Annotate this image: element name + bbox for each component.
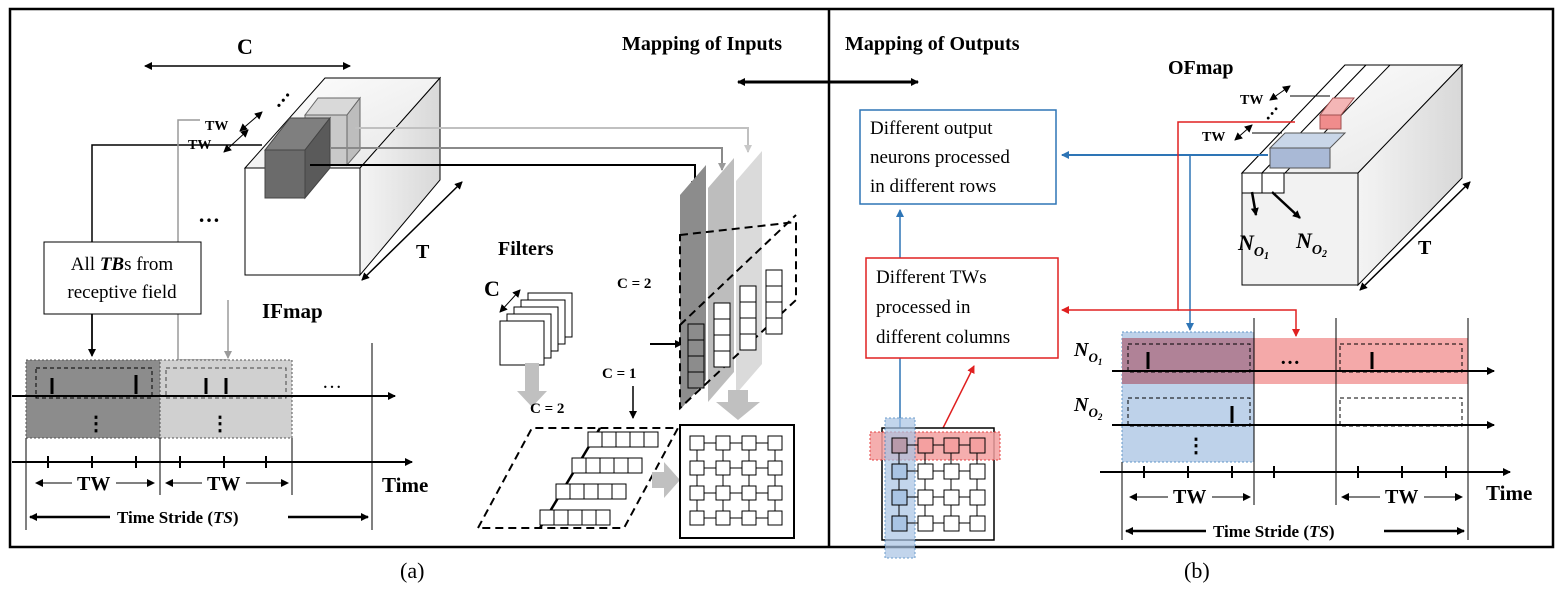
tw-span-label-b2: TW — [1385, 486, 1418, 508]
n2-window-2 — [1339, 397, 1463, 427]
receptive-field-callout — [43, 241, 202, 315]
tw-block-light — [159, 359, 293, 439]
ofmap-tw-arrow-1 — [1269, 85, 1291, 101]
vdots-light: ⋮ — [210, 413, 230, 435]
n1-axis-dots: … — [1280, 347, 1300, 369]
ofmap-tw-2: TW — [1202, 130, 1225, 145]
pe-links-b — [898, 444, 978, 524]
mapping-inputs-title: Mapping of Inputs — [622, 33, 782, 55]
receptive-gray-line — [177, 119, 228, 361]
ifmap-label: IFmap — [262, 299, 323, 323]
columns-down-arrow — [716, 390, 760, 420]
time-ticks — [47, 456, 267, 468]
row-label-n2: NO2 — [1073, 394, 1103, 422]
cols-note-line-2: processed in — [876, 297, 971, 318]
vdots-dark: ⋮ — [86, 413, 106, 435]
neuron-1-arrow — [1250, 191, 1259, 216]
ofmap-label: OFmap — [1168, 57, 1234, 79]
spike-window-light — [165, 367, 287, 399]
neuron-2-label: NO2 — [1295, 228, 1327, 260]
neuron-1-label: NO1 — [1237, 230, 1269, 262]
ifmap-dots-left: … — [198, 202, 220, 227]
caption-b: (b) — [1184, 558, 1210, 583]
c-eq-2-upper: C = 2 — [617, 276, 651, 292]
callout-line-1: All TBs from — [71, 254, 174, 275]
rows-note-line-1: Different output — [870, 118, 993, 139]
mapping-outputs-title: Mapping of Outputs — [845, 33, 1020, 55]
ifmap-time-label: Time — [382, 473, 428, 497]
ifmap-c-label: C — [237, 34, 253, 59]
tw-arrow-2 — [223, 129, 249, 153]
cols-link-red-left — [1061, 180, 1179, 314]
filters-c-arrow — [499, 289, 521, 313]
filter-stack — [499, 292, 573, 366]
filters-label: Filters — [498, 238, 554, 260]
filter-rows — [539, 431, 659, 526]
tw-span-label-2: TW — [207, 473, 240, 495]
ofmap-t-label: T — [1418, 237, 1432, 259]
caption-a: (a) — [400, 558, 424, 583]
time-ticks-b — [1143, 466, 1447, 478]
ofmap-tw-arrow-2 — [1234, 124, 1253, 141]
ts-label-a: Time Stride (TS) — [117, 508, 239, 527]
ofmap-tw-1: TW — [1240, 93, 1263, 108]
ifmap-axis-dots: … — [322, 371, 342, 393]
filters-c-label: C — [484, 276, 500, 301]
cols-link-red-down — [1178, 309, 1300, 337]
n-rows-vdots: ⋮ — [1186, 435, 1206, 457]
cols-note-line-3: different columns — [876, 327, 1010, 348]
pe-links-a — [696, 442, 776, 519]
rows-note-line-2: neurons processed — [870, 147, 1010, 168]
filter-plane — [476, 427, 680, 529]
callout-line-2: receptive field — [67, 282, 177, 303]
overlap-cell — [1122, 338, 1254, 384]
ifmap-highlight-blocks — [263, 96, 362, 200]
tw-block-dark — [25, 359, 161, 439]
tw-label-1: TW — [205, 119, 228, 134]
filters-right-arrow — [652, 462, 680, 498]
rows-note-line-3: in different rows — [870, 176, 996, 197]
filters-down-arrow — [517, 363, 547, 407]
ofmap-t-arrow — [1359, 181, 1471, 291]
neuron-2-arrow — [1271, 191, 1301, 219]
tw-span-label-1: TW — [77, 473, 110, 495]
t-dimension-arrow — [361, 181, 463, 281]
ts-label-b: Time Stride (TS) — [1213, 522, 1335, 541]
c-eq-2-lower: C = 2 — [530, 401, 564, 417]
cols-note-line-1: Different TWs — [876, 267, 987, 288]
cols-note-box — [865, 257, 1059, 359]
cols-up-red — [937, 365, 975, 439]
connector-light — [355, 127, 752, 153]
ofmap-time-label: Time — [1486, 481, 1532, 505]
ifmap-dots: … — [265, 82, 295, 111]
tw-arrow-1 — [239, 111, 263, 132]
ofmap-highlights — [1268, 97, 1356, 169]
row-label-n1: NO1 — [1073, 339, 1102, 367]
c-eq-1: C = 1 — [602, 366, 636, 382]
ifmap-t-label: T — [416, 241, 430, 263]
cols-link-red-top — [1177, 121, 1295, 180]
connector-mid — [330, 147, 726, 171]
rows-note-box — [859, 109, 1057, 205]
tw-span-label-b1: TW — [1173, 486, 1206, 508]
spike-window-dark — [35, 367, 153, 399]
outer-frame — [8, 7, 1555, 549]
ifmap-columns — [679, 151, 797, 411]
